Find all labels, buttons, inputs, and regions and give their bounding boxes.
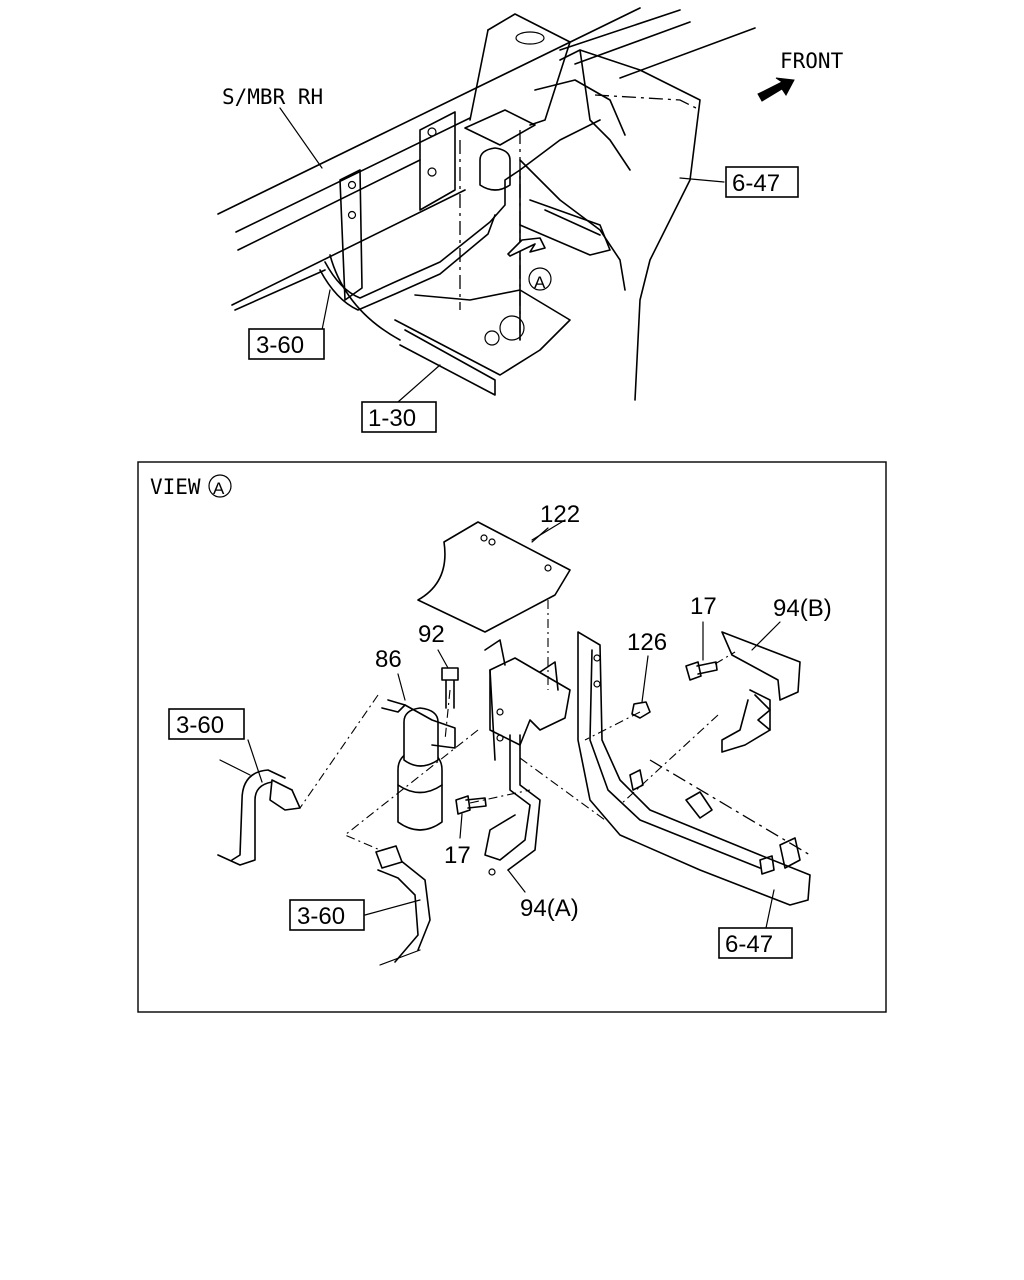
view-a-marker: A (534, 273, 546, 292)
part-92-label: 92 (418, 621, 445, 648)
part-122-label: 122 (540, 501, 580, 528)
detail-illustration (217, 519, 811, 966)
part-126-label: 126 (627, 629, 667, 656)
view-marker-circle (208, 474, 232, 498)
part-94b-label: 94(B) (773, 595, 832, 622)
overview-illustration (217, 7, 795, 403)
svg-text:3-60: 3-60 (297, 903, 345, 930)
front-label: FRONT (780, 49, 844, 73)
ref-box-3-60-top: 3-60 (248, 328, 325, 360)
ref-box-6-47-top: 6-47 (725, 166, 799, 198)
part-17-top-label: 17 (690, 593, 717, 620)
part-86-label: 86 (375, 646, 402, 673)
svg-text:6-47: 6-47 (732, 170, 780, 197)
svg-text:6-47: 6-47 (725, 931, 773, 958)
svg-text:3-60: 3-60 (176, 712, 224, 739)
part-17-bottom-label: 17 (444, 842, 471, 869)
ref-box-3-60-upper: 3-60 (168, 708, 245, 740)
ref-box-3-60-lower: 3-60 (289, 899, 365, 931)
svg-text:1-30: 1-30 (368, 405, 416, 432)
part-94a-label: 94(A) (520, 895, 579, 922)
view-label: VIEW (150, 475, 201, 499)
view-marker: A (213, 479, 225, 498)
member-label: S/MBR RH (222, 85, 323, 109)
view-frame (137, 461, 887, 1013)
ref-box-1-30: 1-30 (361, 401, 437, 433)
svg-text:3-60: 3-60 (256, 332, 304, 359)
ref-box-6-47-lower: 6-47 (718, 927, 793, 959)
